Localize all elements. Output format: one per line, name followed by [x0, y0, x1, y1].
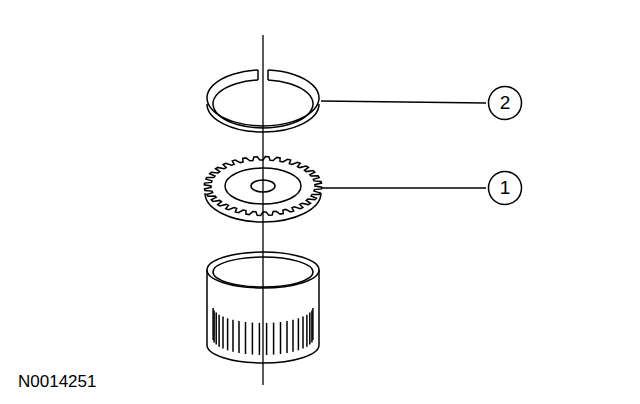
spline-tooth	[266, 323, 268, 355]
drum-wall	[206, 270, 208, 345]
figure-id: N0014251	[18, 372, 96, 392]
spline-tooth	[280, 322, 282, 354]
callout-circle: 1	[487, 170, 523, 206]
spline-tooth	[259, 323, 261, 355]
spline-tooth	[292, 320, 294, 352]
spline-tooth	[312, 308, 314, 340]
spline-tooth	[252, 323, 254, 355]
spline-tooth	[227, 318, 229, 350]
leader-line	[321, 101, 486, 103]
callout-number: 1	[487, 177, 523, 199]
callout-number: 2	[487, 92, 523, 114]
spline-tooth	[222, 317, 224, 349]
spline-tooth	[218, 315, 220, 347]
snap-ring-gap	[267, 70, 269, 80]
spline-tooth	[273, 323, 275, 355]
spline-tooth	[306, 315, 308, 347]
spline-tooth	[298, 318, 300, 350]
spline-tooth	[245, 322, 247, 354]
spline-tooth	[309, 313, 311, 345]
drum-wall	[318, 270, 320, 345]
spline-tooth	[238, 321, 240, 353]
snap-ring-gap	[257, 70, 259, 80]
callout-circle: 2	[487, 85, 523, 121]
spline-tooth	[215, 313, 217, 345]
spline-tooth	[286, 321, 288, 353]
spline-tooth	[213, 310, 215, 342]
spline-tooth	[302, 317, 304, 349]
spline-tooth	[232, 320, 234, 352]
center-line	[262, 35, 263, 385]
leader-line	[322, 187, 486, 189]
